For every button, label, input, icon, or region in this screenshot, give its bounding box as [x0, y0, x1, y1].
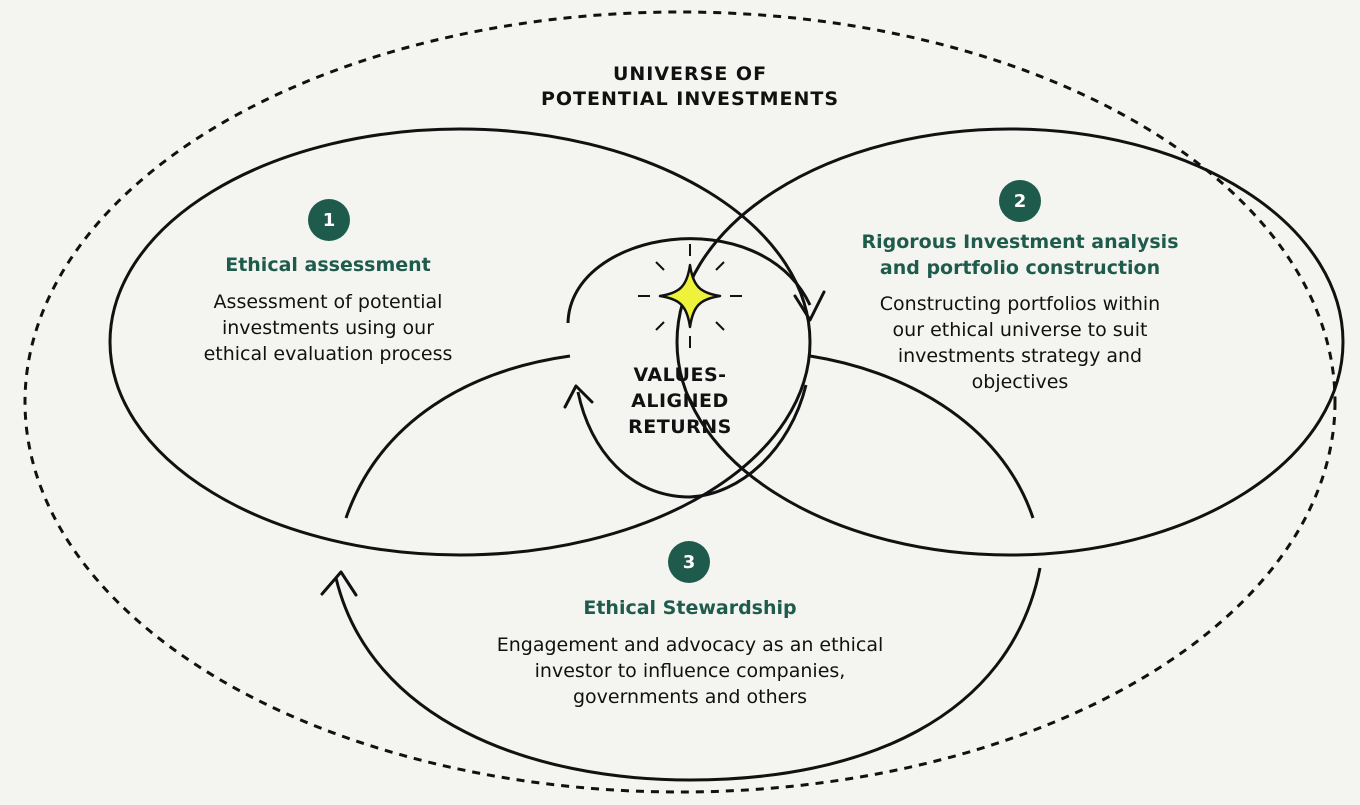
stage-3-badge: 3 — [668, 541, 710, 583]
arc-center-top — [566, 237, 812, 324]
stage-2-title: Rigorous Investment analysis and portfol… — [840, 229, 1200, 281]
arc-center-bottom — [576, 384, 808, 499]
arrowhead-to-stage-1 — [563, 384, 594, 409]
stage-3-description: Engagement and advocacy as an ethical in… — [440, 632, 940, 710]
stage-1-badge: 1 — [308, 199, 350, 241]
stage-2-desc-line-4: objectives — [971, 371, 1069, 393]
arrowhead-to-stage-2 — [793, 290, 826, 322]
stage-2-description: Constructing portfolios within our ethic… — [840, 291, 1200, 395]
stage-1-desc-line-2: investments using our — [221, 317, 435, 339]
stage-2-title-line-2: and portfolio construction — [879, 257, 1161, 279]
center-label-line-1: VALUES- — [633, 364, 727, 386]
stage-3-title: Ethical Stewardship — [490, 595, 890, 621]
stage-3-desc-line-3: governments and others — [572, 686, 808, 708]
circle-ethical-assessment — [108, 127, 812, 557]
stage-2-badge: 2 — [999, 180, 1041, 222]
universe-title: UNIVERSE OF POTENTIAL INVESTMENTS — [480, 62, 900, 112]
center-label-line-2: ALIGNED — [631, 390, 729, 412]
center-label: VALUES- ALIGNED RETURNS — [600, 362, 760, 440]
arc-stewardship-inner-left — [344, 354, 571, 519]
circle-portfolio-construction — [675, 127, 1345, 557]
stage-3-desc-line-1: Engagement and advocacy as an ethical — [496, 634, 884, 656]
stage-1-title: Ethical assessment — [168, 252, 488, 278]
stage-3-title-line-1: Ethical Stewardship — [583, 597, 797, 619]
universe-boundary — [23, 10, 1337, 794]
sparkle-icon — [638, 244, 742, 348]
stage-2-desc-line-1: Constructing portfolios within — [879, 293, 1161, 315]
universe-title-line-2: POTENTIAL INVESTMENTS — [540, 88, 840, 110]
arc-stewardship-inner-right — [809, 354, 1035, 519]
arrowhead-to-stage-3 — [320, 570, 358, 597]
stage-1-title-line-1: Ethical assessment — [225, 254, 431, 276]
stage-2-title-line-1: Rigorous Investment analysis — [861, 231, 1179, 253]
stage-1-desc-line-1: Assessment of potential — [213, 291, 443, 313]
stage-2-desc-line-3: investments strategy and — [897, 345, 1143, 367]
universe-title-line-1: UNIVERSE OF — [612, 63, 768, 85]
stage-1-desc-line-3: ethical evaluation process — [203, 343, 453, 365]
stage-2-desc-line-2: our ethical universe to suit — [892, 319, 1148, 341]
center-label-line-3: RETURNS — [628, 416, 732, 438]
stage-1-description: Assessment of potential investments usin… — [158, 289, 498, 367]
stage-3-desc-line-2: investor to influence companies, — [534, 660, 846, 682]
arc-stewardship-bottom — [334, 567, 1042, 782]
